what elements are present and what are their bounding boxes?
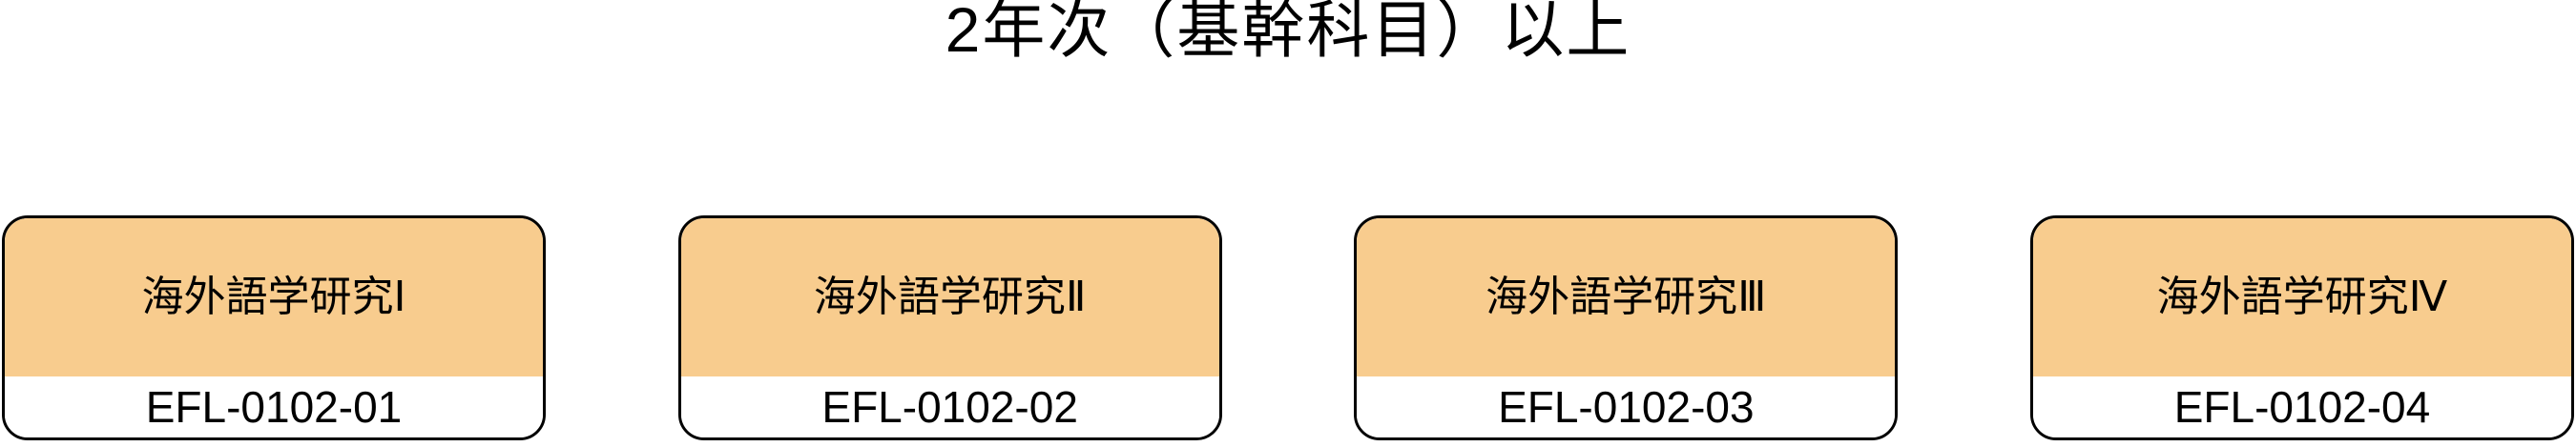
course-card-footer: EFL-0102-01 [5, 376, 543, 437]
course-name: 海外語学研究Ⅳ [2156, 274, 2448, 320]
course-name: 海外語学研究Ⅰ [141, 274, 406, 320]
course-code: EFL-0102-03 [1498, 382, 1755, 432]
course-card-header: 海外語学研究Ⅲ [1357, 218, 1896, 376]
course-card-header: 海外語学研究Ⅳ [2032, 218, 2571, 376]
course-card: 海外語学研究Ⅳ EFL-0102-04 [2029, 215, 2574, 440]
page-title: 2年次（基幹科目）以上 [945, 0, 1631, 65]
course-card-footer: EFL-0102-03 [1357, 376, 1896, 437]
course-card: 海外語学研究Ⅲ EFL-0102-03 [1354, 215, 1899, 440]
course-card: 海外語学研究Ⅰ EFL-0102-01 [2, 215, 546, 440]
course-card-footer: EFL-0102-04 [2032, 376, 2571, 437]
course-code: EFL-0102-01 [145, 382, 403, 432]
course-name: 海外語学研究Ⅱ [813, 274, 1087, 320]
course-card-header: 海外語学研究Ⅰ [5, 218, 543, 376]
course-card: 海外語学研究Ⅱ EFL-0102-02 [677, 215, 1222, 440]
course-name: 海外語学研究Ⅲ [1485, 274, 1767, 320]
course-cards-row: 海外語学研究Ⅰ EFL-0102-01 海外語学研究Ⅱ EFL-0102-02 … [2, 215, 2574, 440]
course-code: EFL-0102-02 [821, 382, 1078, 432]
course-code: EFL-0102-04 [2173, 382, 2431, 432]
course-card-footer: EFL-0102-02 [680, 376, 1219, 437]
course-card-header: 海外語学研究Ⅱ [680, 218, 1219, 376]
